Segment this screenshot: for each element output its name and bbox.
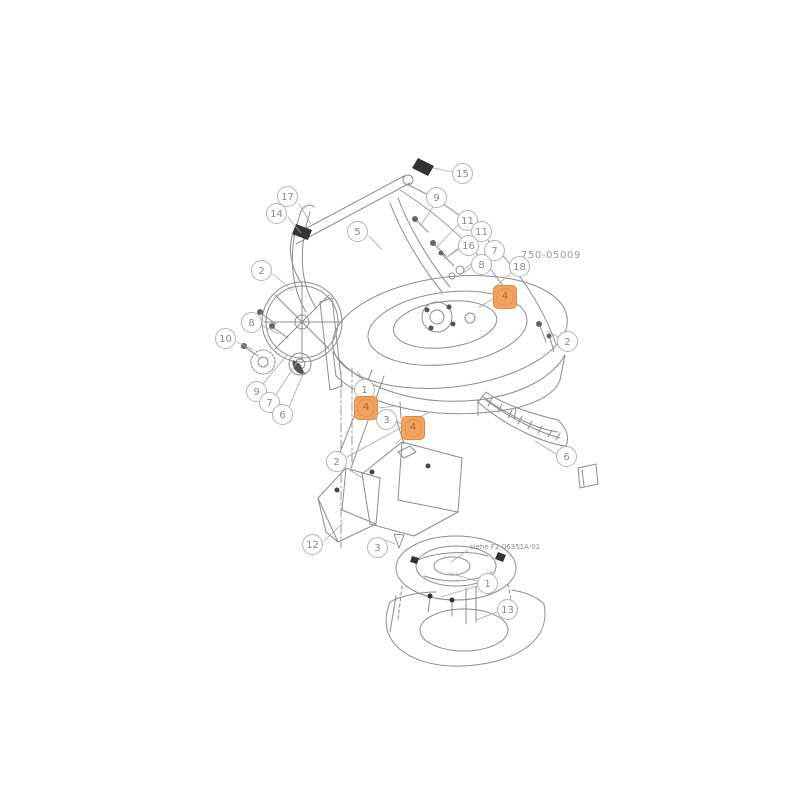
deck-bolts <box>424 304 456 331</box>
callout-8[interactable]: 8 <box>471 254 492 275</box>
highlighted-callout-4[interactable]: 4 <box>493 285 517 309</box>
callout-3[interactable]: 3 <box>367 537 388 558</box>
callout-7[interactable]: 7 <box>484 240 505 261</box>
callout-1[interactable]: 1 <box>477 573 498 594</box>
belt-covers <box>317 417 463 543</box>
callout-13[interactable]: 13 <box>497 599 518 620</box>
callout-15[interactable]: 15 <box>452 163 473 184</box>
highlighted-callout-4[interactable]: 4 <box>401 416 425 440</box>
callout-2[interactable]: 2 <box>326 451 347 472</box>
fasteners <box>245 219 555 357</box>
callout-2[interactable]: 2 <box>557 331 578 352</box>
callout-10[interactable]: 10 <box>215 328 236 349</box>
callout-6[interactable]: 6 <box>556 446 577 467</box>
callout-11[interactable]: 11 <box>471 221 492 242</box>
callout-2[interactable]: 2 <box>251 260 272 281</box>
callout-6[interactable]: 6 <box>272 404 293 425</box>
part-number-label: 750-05009 <box>521 250 581 261</box>
callout-3[interactable]: 3 <box>376 409 397 430</box>
callout-18[interactable]: 18 <box>509 256 530 277</box>
callout-8[interactable]: 8 <box>241 312 262 333</box>
callout-5[interactable]: 5 <box>347 221 368 242</box>
cover-screws <box>334 463 431 493</box>
callout-16[interactable]: 16 <box>458 235 479 256</box>
highlighted-callout-4[interactable]: 4 <box>354 396 378 420</box>
reference-note: siehe F2-06351A-01 <box>470 543 541 551</box>
fastener-heads <box>241 216 552 349</box>
callout-17[interactable]: 17 <box>277 186 298 207</box>
callout-9[interactable]: 9 <box>426 187 447 208</box>
callout-14[interactable]: 14 <box>266 203 287 224</box>
rear-deflector <box>477 391 599 489</box>
callout-12[interactable]: 12 <box>302 534 323 555</box>
blade-guard <box>385 585 546 667</box>
